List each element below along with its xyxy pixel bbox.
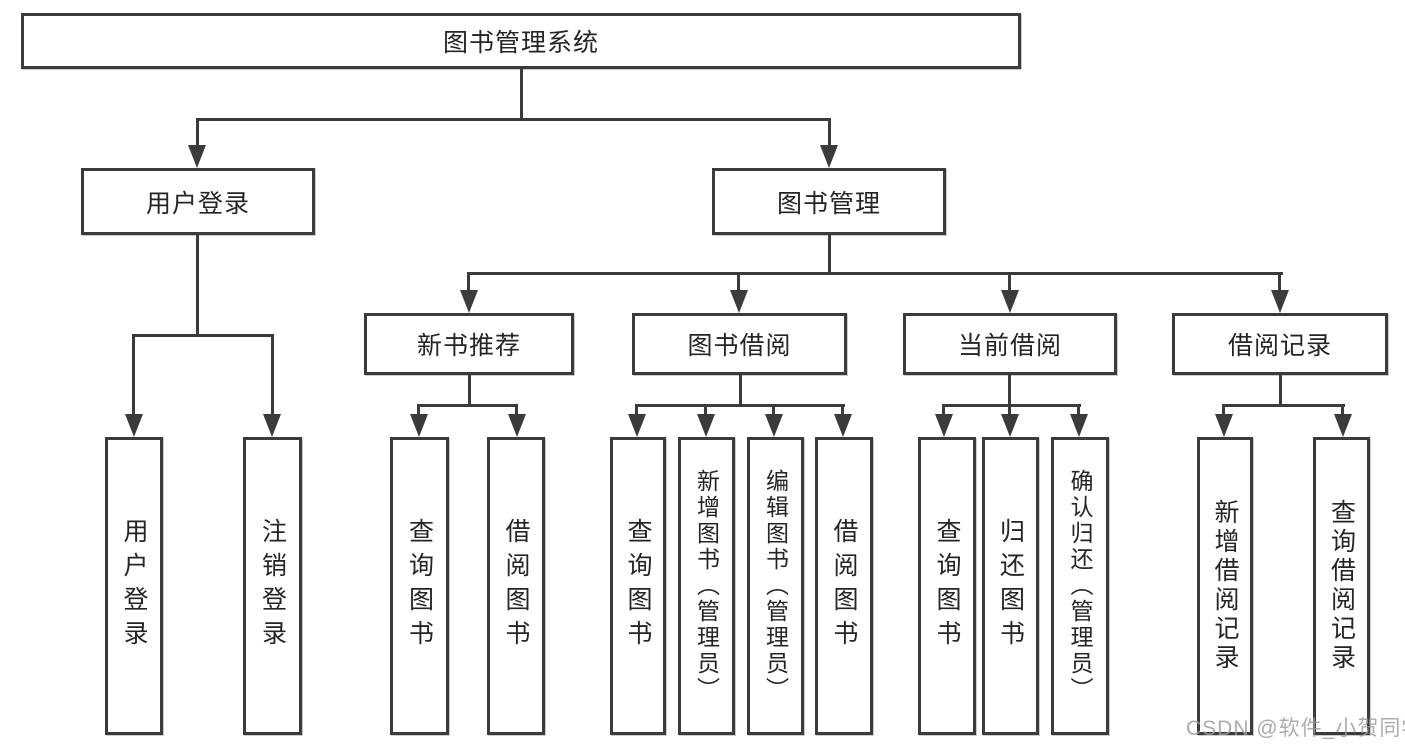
connector-drop	[1341, 404, 1344, 418]
arrowhead-down-icon	[628, 414, 646, 437]
leaf-edit-book: 编辑图书（管理员）	[747, 437, 804, 735]
connector-currentborrow-stem	[1008, 375, 1011, 406]
connector-drop-borrowrecords	[1278, 272, 1281, 294]
connector-userlogin-hline	[132, 334, 274, 337]
arrowhead-down-icon	[820, 145, 838, 168]
leaf-borrow-book-borrow: 借阅图书	[815, 437, 873, 735]
leaf-query-record-label: 查询借阅记录	[1327, 499, 1356, 673]
leaf-query-book-current: 查询图书	[918, 437, 976, 735]
node-book-mgmt: 图书管理	[712, 168, 946, 235]
node-current-borrow-label: 当前借阅	[957, 332, 1062, 360]
arrowhead-down-icon	[1001, 414, 1019, 437]
leaf-add-record-label: 新增借阅记录	[1211, 499, 1239, 673]
arrowhead-down-icon	[1001, 290, 1019, 313]
arrowhead-down-icon	[508, 414, 526, 437]
leaf-user-login: 用户登录	[105, 437, 163, 735]
leaf-logout-label: 注销登录	[258, 518, 287, 654]
node-user-login: 用户登录	[81, 168, 315, 235]
node-user-login-label: 用户登录	[145, 189, 250, 218]
leaf-borrow-book-rec-label: 借阅图书	[502, 518, 530, 654]
connector-drop-newbookrec	[467, 272, 470, 294]
node-new-book-rec-label: 新书推荐	[416, 332, 521, 360]
leaf-confirm-return: 确认归还（管理员）	[1051, 437, 1109, 735]
node-current-borrow: 当前借阅	[903, 313, 1117, 375]
leaf-logout: 注销登录	[243, 437, 302, 735]
connector-drop	[1222, 404, 1225, 418]
leaf-return-book-label: 归还图书	[996, 518, 1025, 654]
arrowhead-down-icon	[188, 145, 206, 168]
arrowhead-down-icon	[1215, 414, 1233, 437]
connector-bookmgmt-stem	[828, 235, 831, 275]
arrowhead-down-icon	[460, 290, 478, 313]
arrowhead-down-icon	[765, 414, 783, 437]
connector-root-stem	[520, 69, 523, 120]
leaf-query-book-borrow: 查询图书	[610, 437, 666, 735]
connector-drop-bookborrow	[737, 272, 740, 294]
arrowhead-down-icon	[1271, 290, 1289, 313]
leaf-edit-book-label: 编辑图书（管理员）	[762, 469, 789, 703]
node-borrow-records-label: 借阅记录	[1227, 332, 1332, 360]
leaf-return-book: 归还图书	[982, 437, 1039, 735]
node-root: 图书管理系统	[21, 13, 1021, 69]
node-new-book-rec: 新书推荐	[364, 313, 574, 375]
leaf-add-book-label: 新增图书（管理员）	[693, 469, 720, 703]
connector-drop	[1077, 404, 1080, 418]
connector-borrowrecords-stem	[1279, 375, 1282, 406]
node-root-label: 图书管理系统	[442, 29, 599, 57]
connector-drop-leaf-logout	[271, 334, 274, 417]
connector-drop-currentborrow	[1008, 272, 1011, 294]
connector-currentborrow-hline	[942, 404, 1081, 407]
arrowhead-down-icon	[697, 414, 715, 437]
leaf-confirm-return-label: 确认归还（管理员）	[1067, 469, 1093, 703]
connector-userlogin-stem	[196, 235, 199, 336]
connector-drop	[635, 404, 638, 418]
node-borrow-records: 借阅记录	[1172, 313, 1388, 375]
arrowhead-down-icon	[834, 414, 852, 437]
leaf-borrow-book-borrow-label: 借阅图书	[830, 518, 858, 654]
node-book-borrow-label: 图书借阅	[687, 332, 792, 360]
connector-drop-book-mgmt	[828, 118, 831, 148]
leaf-query-book-borrow-label: 查询图书	[624, 518, 652, 654]
arrowhead-down-icon	[1070, 414, 1088, 437]
connector-drop	[772, 404, 775, 418]
arrowhead-down-icon	[1334, 414, 1352, 437]
node-book-mgmt-label: 图书管理	[776, 189, 881, 218]
connector-bookborrow-stem	[739, 375, 742, 406]
arrowhead-down-icon	[935, 414, 953, 437]
leaf-query-record: 查询借阅记录	[1313, 437, 1370, 735]
leaf-user-login-label: 用户登录	[120, 518, 148, 654]
connector-drop	[417, 404, 420, 418]
connector-root-hline	[196, 118, 831, 121]
leaf-query-book-current-label: 查询图书	[933, 518, 961, 654]
connector-bookborrow-hline	[635, 404, 845, 407]
node-book-borrow: 图书借阅	[632, 313, 847, 375]
connector-drop	[1008, 404, 1011, 418]
connector-drop-leaf-login	[132, 334, 135, 417]
connector-borrowrecords-hline	[1222, 404, 1345, 407]
connector-drop	[942, 404, 945, 418]
arrowhead-down-icon	[730, 290, 748, 313]
arrowhead-down-icon	[125, 414, 143, 437]
watermark: CSDN @软件_小贺同学	[1186, 717, 1405, 740]
connector-drop	[704, 404, 707, 418]
arrowhead-down-icon	[410, 414, 428, 437]
connector-drop	[515, 404, 518, 418]
arrowhead-down-icon	[263, 414, 281, 437]
connector-drop	[841, 404, 844, 418]
leaf-add-record: 新增借阅记录	[1197, 437, 1253, 735]
leaf-add-book: 新增图书（管理员）	[678, 437, 735, 735]
leaf-query-book-rec: 查询图书	[390, 437, 449, 735]
connector-newbookrec-hline	[417, 404, 518, 407]
connector-drop-user-login	[196, 118, 199, 148]
connector-newbookrec-stem	[468, 375, 471, 406]
connector-bookmgmt-hline	[467, 272, 1283, 275]
leaf-borrow-book-rec: 借阅图书	[487, 437, 545, 735]
leaf-query-book-rec-label: 查询图书	[405, 518, 434, 654]
